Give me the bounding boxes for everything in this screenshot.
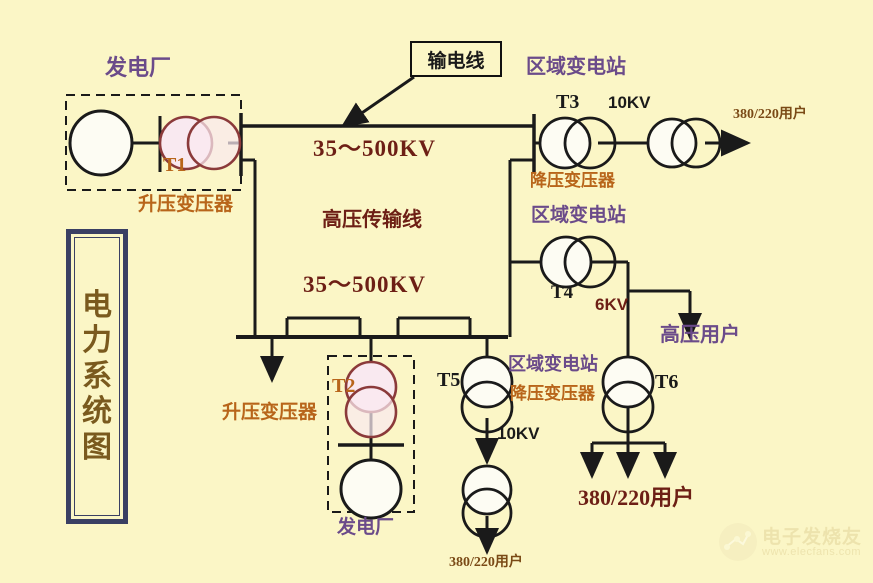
title-char-4: 图 (82, 430, 112, 464)
conductor-lines (130, 75, 751, 555)
transformer-t4 (539, 235, 617, 289)
label-users-t6: 380/220用户 (578, 485, 695, 510)
watermark-url: www.elecfans.com (762, 546, 862, 558)
transformer-t5 (460, 355, 514, 434)
label-substation-t3: 区域变电站 (526, 56, 626, 78)
label-users-top: 380/220用户 (733, 107, 807, 122)
callout-transmission-line: 输电线 (410, 41, 502, 77)
label-plant-top: 发电厂 (105, 55, 172, 80)
label-t4: T4 (551, 282, 574, 303)
transformer-t5-distribution (461, 464, 513, 539)
watermark-logo-icon (719, 523, 757, 561)
transformer-t2 (344, 360, 398, 439)
callout-leader (340, 75, 415, 128)
title-char-0: 电 (82, 289, 112, 323)
transformer-t6 (601, 355, 655, 434)
label-t3: T3 (556, 91, 580, 113)
label-voltage-mid: 35～500KV (303, 272, 426, 297)
label-t6: T6 (655, 371, 679, 393)
label-substation-t5: 区域变电站 (508, 354, 598, 374)
label-t2: T2 (332, 375, 356, 397)
title-char-1: 力 (82, 324, 112, 358)
label-step-up-top: 升压变压器 (138, 194, 234, 215)
label-hv-users: 高压用户 (660, 324, 740, 346)
transformer-t3 (538, 116, 617, 170)
generator-1 (68, 109, 134, 177)
label-substation-t4: 区域变电站 (531, 205, 627, 226)
title-char-3: 统 (82, 395, 112, 429)
label-users-t5: 380/220用户 (449, 555, 523, 570)
label-10kv-t5: 10KV (497, 424, 540, 443)
label-hv-line: 高压传输线 (322, 209, 422, 231)
label-voltage-top: 35～500KV (313, 136, 436, 161)
label-t5: T5 (437, 369, 461, 391)
transformer-distribution-top (646, 117, 722, 169)
label-6kv: 6KV (595, 295, 629, 314)
generator-2 (339, 458, 403, 520)
title-box: 电 力 系 统 图 (66, 229, 128, 524)
label-step-down-t5: 降压变压器 (510, 384, 595, 403)
label-10kv-top: 10KV (608, 93, 651, 112)
label-step-up-bottom: 升压变压器 (222, 402, 318, 423)
label-step-down-t3: 降压变压器 (530, 171, 615, 190)
label-plant-bottom: 发电厂 (337, 517, 395, 538)
watermark-text: 电子发烧友 (762, 527, 863, 548)
watermark: 电子发烧友 www.elecfans.com (716, 520, 866, 570)
label-t1: T1 (163, 154, 187, 176)
transformer-t1 (158, 115, 242, 171)
title-char-2: 系 (82, 359, 112, 393)
